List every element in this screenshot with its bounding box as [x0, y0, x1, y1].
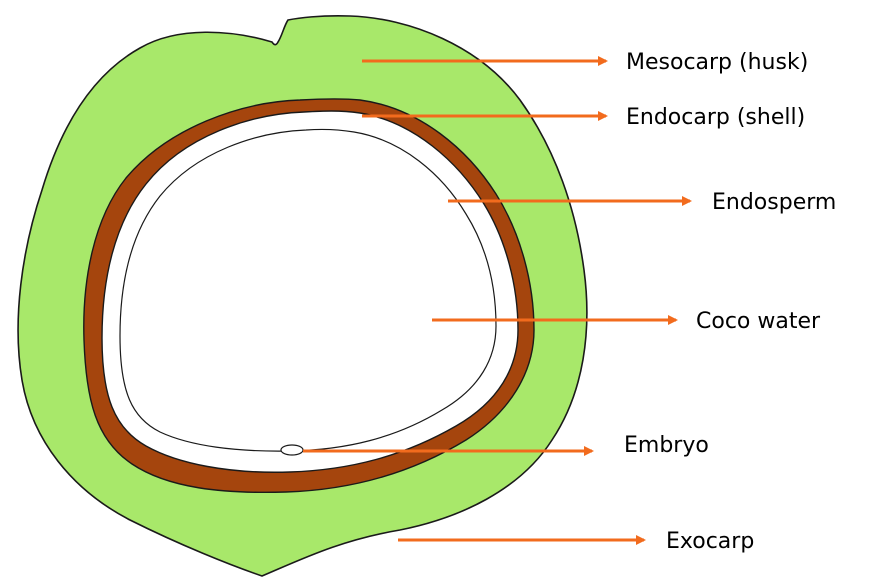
- endocarp-label: Endocarp (shell): [626, 105, 805, 130]
- embryo-label: Embryo: [624, 433, 709, 458]
- embryo: [281, 445, 303, 455]
- mesocarp-label: Mesocarp (husk): [626, 50, 808, 75]
- coco-water-label: Coco water: [696, 309, 821, 334]
- exocarp-label: Exocarp: [666, 529, 754, 554]
- endosperm-label: Endosperm: [712, 190, 836, 215]
